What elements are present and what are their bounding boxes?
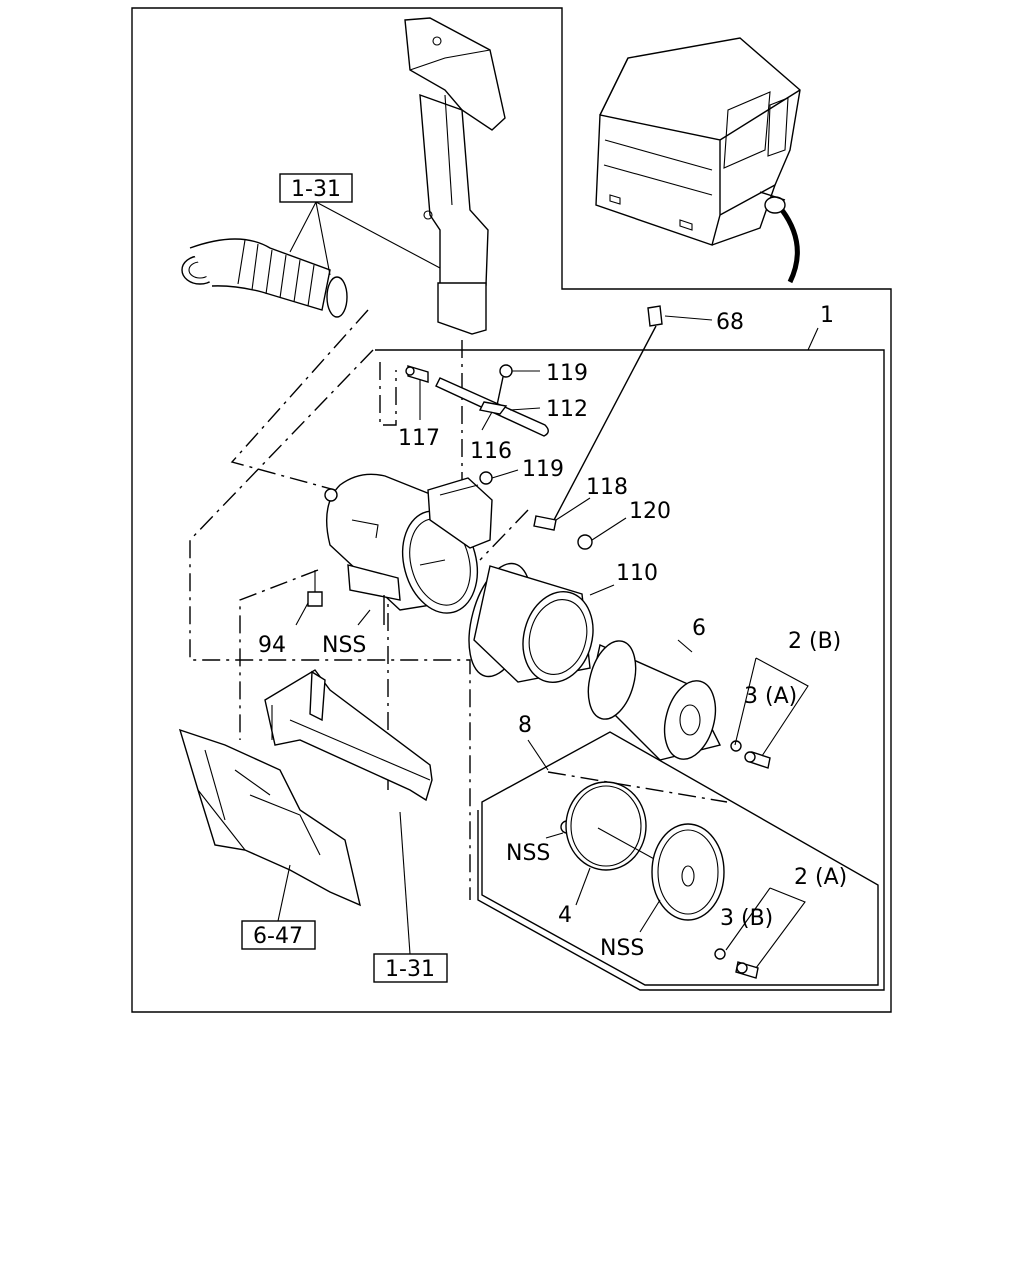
- air-cleaner-body: [324, 473, 493, 614]
- kit-box-1: [375, 349, 885, 991]
- ref-box-1-31-top[interactable]: 1-31: [279, 173, 353, 203]
- label-3a: 3 (A): [744, 684, 797, 709]
- label-nss-cover: NSS: [600, 936, 644, 961]
- label-110: 110: [616, 561, 658, 586]
- nut-120: [577, 534, 593, 550]
- ref-1-31-top-label: 1-31: [291, 177, 341, 202]
- label-2a: 2 (A): [794, 865, 847, 890]
- label-119-mid: 119: [522, 457, 564, 482]
- label-119-top: 119: [546, 361, 588, 386]
- fitting-117: [405, 365, 429, 383]
- ref-box-1-31-bottom[interactable]: 1-31: [373, 953, 448, 983]
- label-nss-gasket: NSS: [506, 841, 550, 866]
- intake-hose: [181, 238, 348, 318]
- washer-3b: [714, 948, 726, 960]
- leader: [277, 864, 291, 922]
- frame-bracket: [264, 669, 433, 802]
- label-117: 117: [398, 426, 440, 451]
- ref-box-6-47[interactable]: 6-47: [241, 920, 316, 950]
- wing-bolt-2a: [735, 961, 759, 979]
- clip-116: [478, 401, 508, 415]
- leader: [289, 201, 441, 276]
- label-1: 1: [820, 303, 834, 328]
- leader: [807, 327, 819, 351]
- truck-inset: [595, 37, 801, 284]
- label-94: 94: [258, 633, 286, 658]
- leader: [399, 811, 411, 955]
- cover-nss: [651, 823, 725, 921]
- label-2b: 2 (B): [788, 629, 841, 654]
- label-116: 116: [470, 439, 512, 464]
- element-110: [468, 562, 594, 683]
- outer-frame: [131, 7, 892, 1013]
- bolt-94: [307, 570, 323, 607]
- wing-bolt-2b: [744, 751, 771, 769]
- crossmember: [178, 728, 361, 907]
- element-6: [587, 640, 722, 761]
- bolt-119-top: [495, 364, 513, 411]
- label-118: 118: [586, 475, 628, 500]
- label-120: 120: [629, 499, 671, 524]
- label-nss-bracket: NSS: [322, 633, 366, 658]
- o-ring-4: [565, 781, 647, 871]
- leader-lines: [295, 315, 809, 969]
- label-4: 4: [558, 903, 572, 928]
- kit-box-8: [481, 731, 879, 986]
- ref-6-47-label: 6-47: [253, 924, 303, 949]
- label-112: 112: [546, 397, 588, 422]
- label-6: 6: [692, 616, 706, 641]
- indicator-68: [553, 305, 663, 521]
- bracket-118: [533, 515, 557, 531]
- label-8: 8: [518, 713, 532, 738]
- ref-1-31-bottom-label: 1-31: [385, 957, 435, 982]
- label-68: 68: [716, 310, 744, 335]
- intake-duct: [404, 17, 506, 335]
- label-3b: 3 (B): [720, 906, 773, 931]
- bolt-119-mid: [479, 471, 493, 485]
